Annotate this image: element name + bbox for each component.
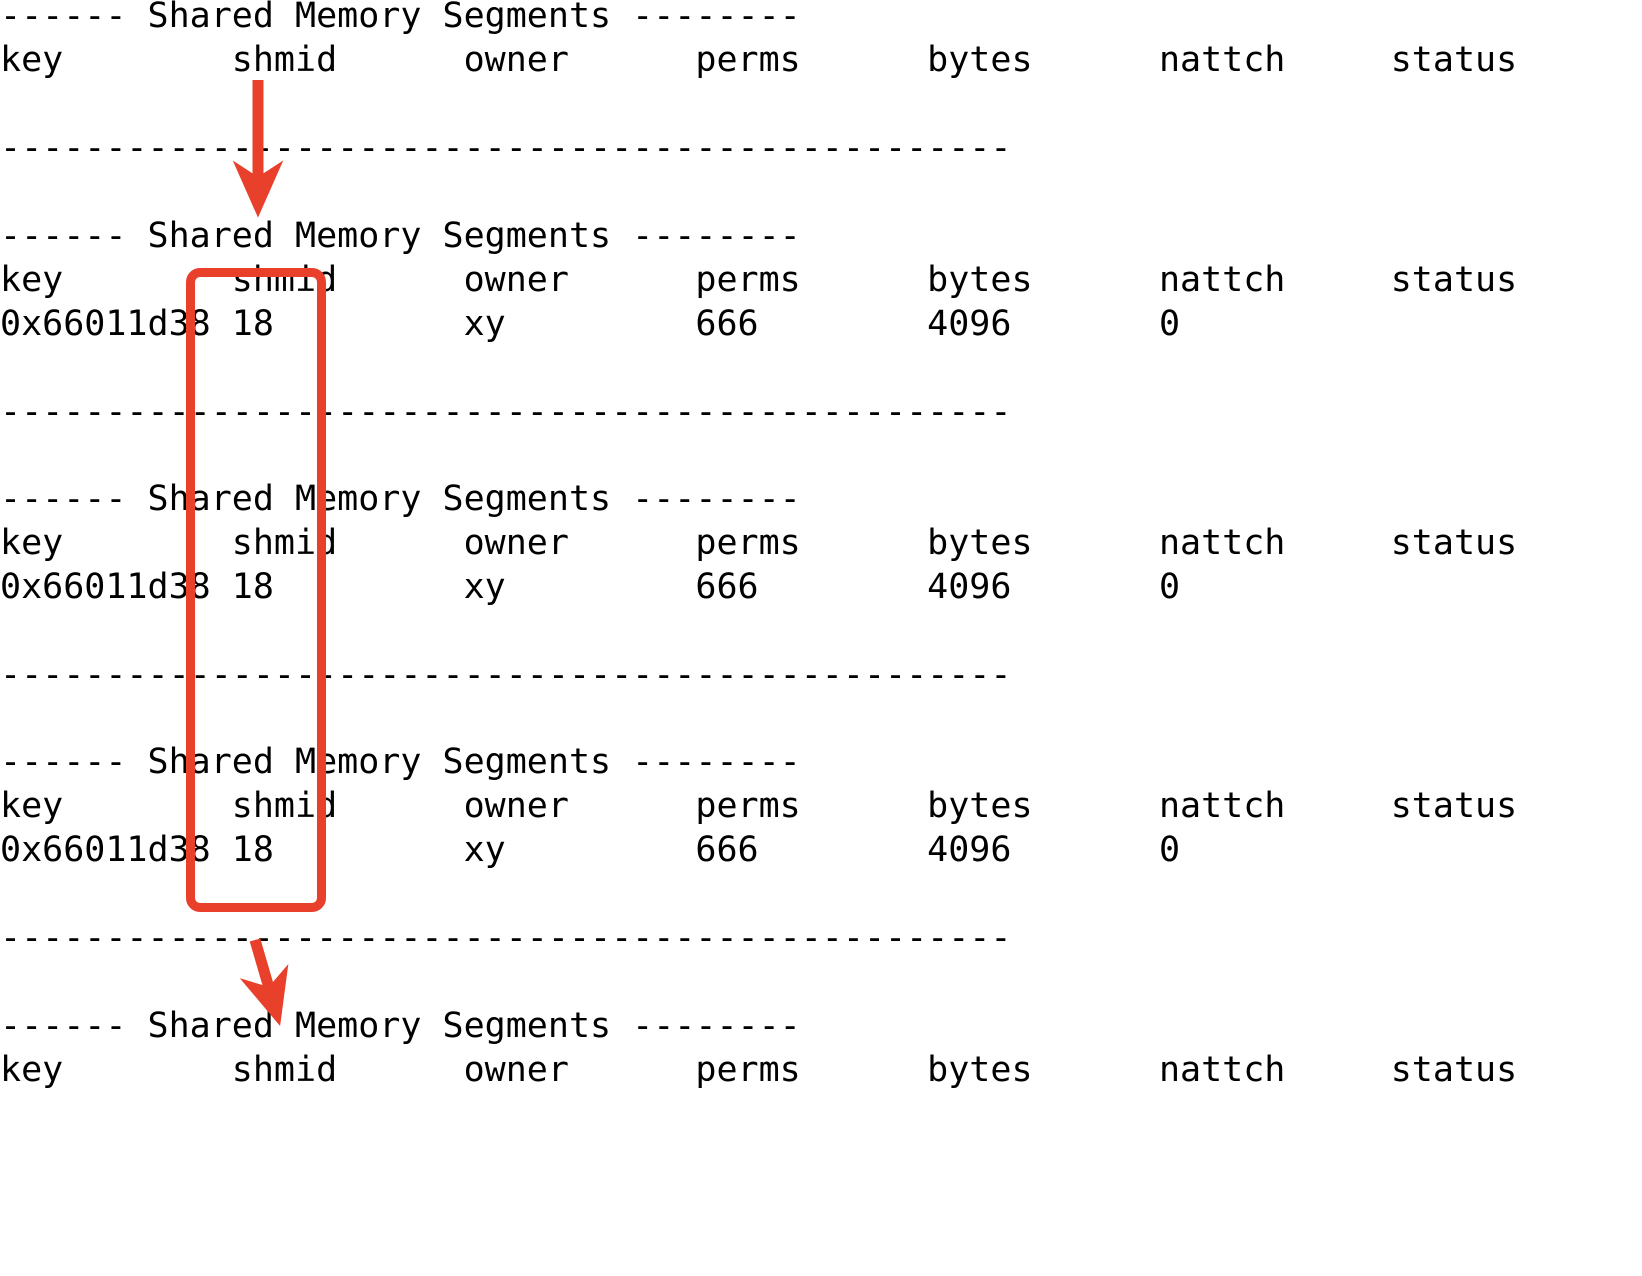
shmid-column-highlight: [186, 268, 326, 912]
data-row-2: 0x66011d38 18 xy 666 4096 0: [0, 304, 1181, 344]
separator-1: ----------------------------------------…: [0, 128, 1012, 168]
column-header-5: key shmid owner perms bytes nattch statu…: [0, 1050, 1518, 1090]
section-header-3: ------ Shared Memory Segments --------: [0, 479, 801, 519]
column-header-3: key shmid owner perms bytes nattch statu…: [0, 523, 1518, 563]
data-row-3: 0x66011d38 18 xy 666 4096 0: [0, 567, 1181, 607]
separator-3: ----------------------------------------…: [0, 655, 1012, 695]
column-header-2: key shmid owner perms bytes nattch statu…: [0, 260, 1518, 300]
data-row-4: 0x66011d38 18 xy 666 4096 0: [0, 830, 1181, 870]
section-header-4: ------ Shared Memory Segments --------: [0, 742, 801, 782]
separator-4: ----------------------------------------…: [0, 918, 1012, 958]
separator-2: ----------------------------------------…: [0, 392, 1012, 432]
section-header-2: ------ Shared Memory Segments --------: [0, 216, 801, 256]
column-header-1: key shmid owner perms bytes nattch statu…: [0, 40, 1518, 80]
section-header-1: ------ Shared Memory Segments --------: [0, 0, 801, 36]
screenshot-root: ------ Shared Memory Segments -------- k…: [0, 0, 1518, 1090]
section-header-5: ------ Shared Memory Segments --------: [0, 1006, 801, 1046]
terminal-output: ------ Shared Memory Segments -------- k…: [0, 0, 1518, 1090]
